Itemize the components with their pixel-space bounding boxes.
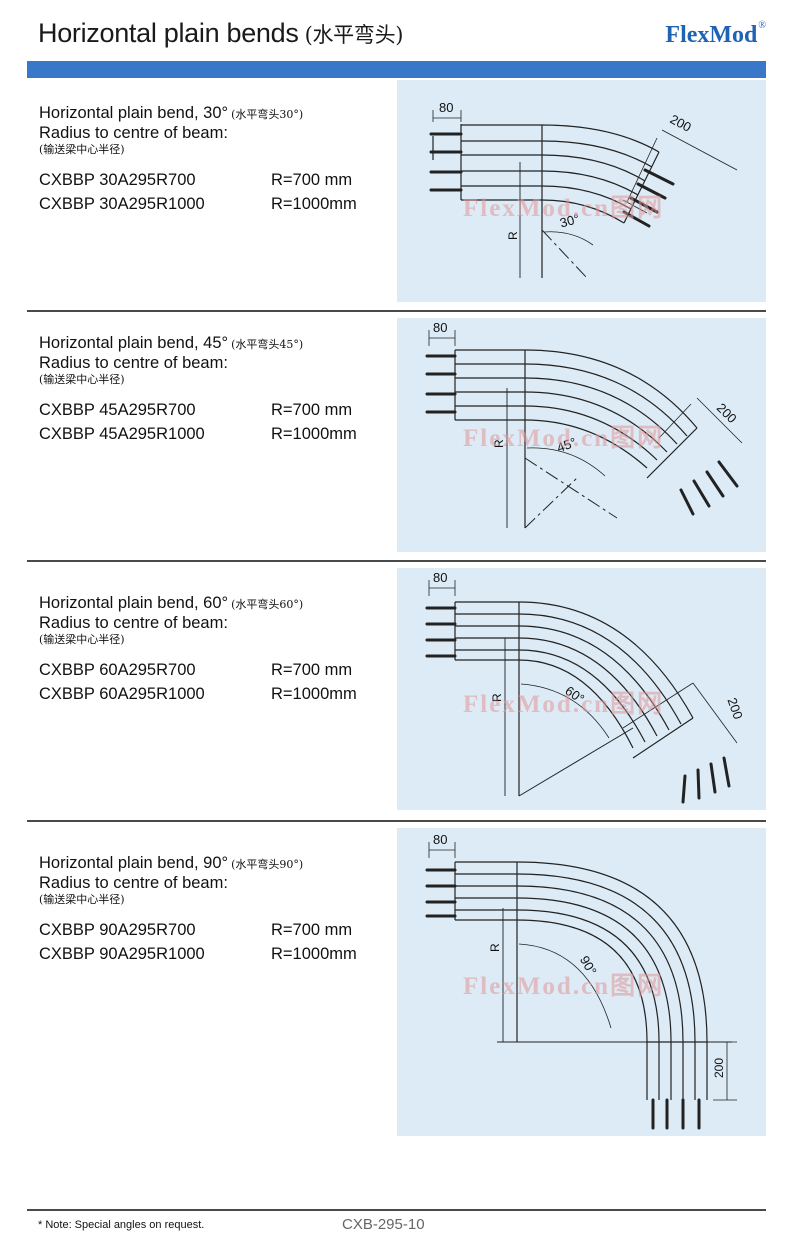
model-code: CXBBP 60A295R700 [39, 661, 196, 679]
footer-divider [27, 1209, 766, 1211]
bend-heading-cn: (水平弯头45°) [231, 338, 304, 351]
model-code: CXBBP 90A295R700 [39, 921, 196, 939]
bend-info: Horizontal plain bend, 90°(水平弯头90°) Radi… [39, 854, 389, 966]
bend-info: Horizontal plain bend, 60°(水平弯头60°) Radi… [39, 594, 389, 706]
angle-label: 45° [555, 434, 579, 455]
bend-heading-cn: (水平弯头60°) [231, 598, 304, 611]
footnote: * Note: Special angles on request. [38, 1219, 205, 1231]
angle-label: 30° [558, 211, 581, 231]
brand-name: FlexMod [665, 22, 758, 48]
model-list: CXBBP 60A295R700 R=700 mm CXBBP 60A295R10… [39, 658, 389, 706]
bend-diagram-60: 80 200 R 60° FlexMod.cn图网 [397, 568, 766, 810]
model-radius: R=1000mm [271, 945, 357, 963]
dim-200: 200 [668, 111, 694, 134]
section-divider [27, 310, 766, 312]
model-row: CXBBP 30A295R700 R=700 mm [39, 168, 389, 192]
model-row: CXBBP 90A295R1000 R=1000mm [39, 942, 389, 966]
model-code: CXBBP 45A295R700 [39, 401, 196, 419]
model-row: CXBBP 45A295R700 R=700 mm [39, 398, 389, 422]
bend-drawing: 80 200 R 90° [425, 832, 737, 1130]
bend-drawing: 80 200 R 30° [429, 100, 738, 279]
model-list: CXBBP 45A295R700 R=700 mm CXBBP 45A295R10… [39, 398, 389, 446]
dim-r: R [488, 943, 502, 952]
page-title: Horizontal plain bends(水平弯头) [38, 18, 403, 49]
bend-section-60: Horizontal plain bend, 60°(水平弯头60°) Radi… [27, 560, 766, 810]
radius-label: Radius to centre of beam: [39, 874, 228, 892]
bend-drawing: 80 200 R 45° [425, 320, 743, 529]
dim-80: 80 [433, 570, 447, 585]
header-bar [27, 61, 766, 78]
model-list: CXBBP 30A295R700 R=700 mm CXBBP 30A295R10… [39, 168, 389, 216]
radius-label-cn: (输送梁中心半径) [39, 143, 125, 156]
model-row: CXBBP 60A295R1000 R=1000mm [39, 682, 389, 706]
bend-heading: Horizontal plain bend, 45°(水平弯头45°) [39, 334, 389, 354]
document-number: CXB-295-10 [342, 1216, 425, 1233]
bend-heading-en: Horizontal plain bend, 45° [39, 334, 229, 352]
dim-80: 80 [439, 100, 453, 115]
dim-200: 200 [724, 696, 746, 722]
bend-heading: Horizontal plain bend, 60°(水平弯头60°) [39, 594, 389, 614]
radius-label-cn: (输送梁中心半径) [39, 633, 125, 646]
bend-info: Horizontal plain bend, 30°(水平弯头30°) Radi… [39, 104, 389, 216]
bend-section-45: Horizontal plain bend, 45°(水平弯头45°) Radi… [27, 310, 766, 552]
dim-r: R [492, 439, 506, 448]
bend-section-90: Horizontal plain bend, 90°(水平弯头90°) Radi… [27, 820, 766, 1136]
page-title-cn: (水平弯头) [304, 23, 404, 47]
dim-r: R [506, 231, 520, 240]
model-code: CXBBP 45A295R1000 [39, 425, 205, 443]
dim-80: 80 [433, 320, 447, 335]
model-radius: R=1000mm [271, 685, 357, 703]
watermark: FlexMod.cn图网 [463, 691, 665, 718]
registered-mark: ® [758, 20, 766, 31]
bend-drawing: 80 200 R 60° [425, 570, 746, 804]
model-radius: R=700 mm [271, 661, 353, 679]
watermark: FlexMod.cn图网 [463, 195, 665, 222]
bend-diagram-90: 80 200 R 90° FlexMod.cn图网 [397, 828, 766, 1136]
bend-heading: Horizontal plain bend, 90°(水平弯头90°) [39, 854, 389, 874]
model-row: CXBBP 45A295R1000 R=1000mm [39, 422, 389, 446]
model-row: CXBBP 90A295R700 R=700 mm [39, 918, 389, 942]
bend-heading-en: Horizontal plain bend, 90° [39, 854, 229, 872]
bend-heading-cn: (水平弯头90°) [231, 858, 304, 871]
brand-logo: FlexMod® [665, 20, 766, 49]
model-list: CXBBP 90A295R700 R=700 mm CXBBP 90A295R10… [39, 918, 389, 966]
model-radius: R=700 mm [271, 401, 353, 419]
radius-label: Radius to centre of beam: [39, 354, 228, 372]
radius-label: Radius to centre of beam: [39, 614, 228, 632]
dim-80: 80 [433, 832, 447, 847]
bend-info: Horizontal plain bend, 45°(水平弯头45°) Radi… [39, 334, 389, 446]
dim-200: 200 [714, 400, 740, 426]
dim-200: 200 [712, 1058, 726, 1078]
model-radius: R=1000mm [271, 195, 357, 213]
watermark: FlexMod.cn图网 [463, 425, 665, 452]
model-code: CXBBP 60A295R1000 [39, 685, 205, 703]
radius-label: Radius to centre of beam: [39, 124, 228, 142]
bend-diagram-45: 80 200 R 45° FlexMod.cn图网 [397, 318, 766, 552]
bend-heading-cn: (水平弯头30°) [231, 108, 304, 121]
section-divider [27, 560, 766, 562]
model-code: CXBBP 30A295R1000 [39, 195, 205, 213]
model-radius: R=700 mm [271, 171, 353, 189]
bend-heading-en: Horizontal plain bend, 60° [39, 594, 229, 612]
radius-label-cn: (输送梁中心半径) [39, 373, 125, 386]
model-radius: R=700 mm [271, 921, 353, 939]
bend-section-30: Horizontal plain bend, 30°(水平弯头30°) Radi… [27, 78, 766, 314]
model-code: CXBBP 30A295R700 [39, 171, 196, 189]
radius-label-cn: (输送梁中心半径) [39, 893, 125, 906]
model-row: CXBBP 30A295R1000 R=1000mm [39, 192, 389, 216]
bend-heading-en: Horizontal plain bend, 30° [39, 104, 229, 122]
dim-r: R [490, 693, 504, 702]
watermark: FlexMod.cn图网 [463, 973, 665, 1000]
model-radius: R=1000mm [271, 425, 357, 443]
section-divider [27, 820, 766, 822]
page-title-en: Horizontal plain bends [38, 18, 299, 48]
model-row: CXBBP 60A295R700 R=700 mm [39, 658, 389, 682]
bend-diagram-30: 80 200 R 30° FlexMod.cn图网 [397, 80, 766, 302]
model-code: CXBBP 90A295R1000 [39, 945, 205, 963]
bend-heading: Horizontal plain bend, 30°(水平弯头30°) [39, 104, 389, 124]
